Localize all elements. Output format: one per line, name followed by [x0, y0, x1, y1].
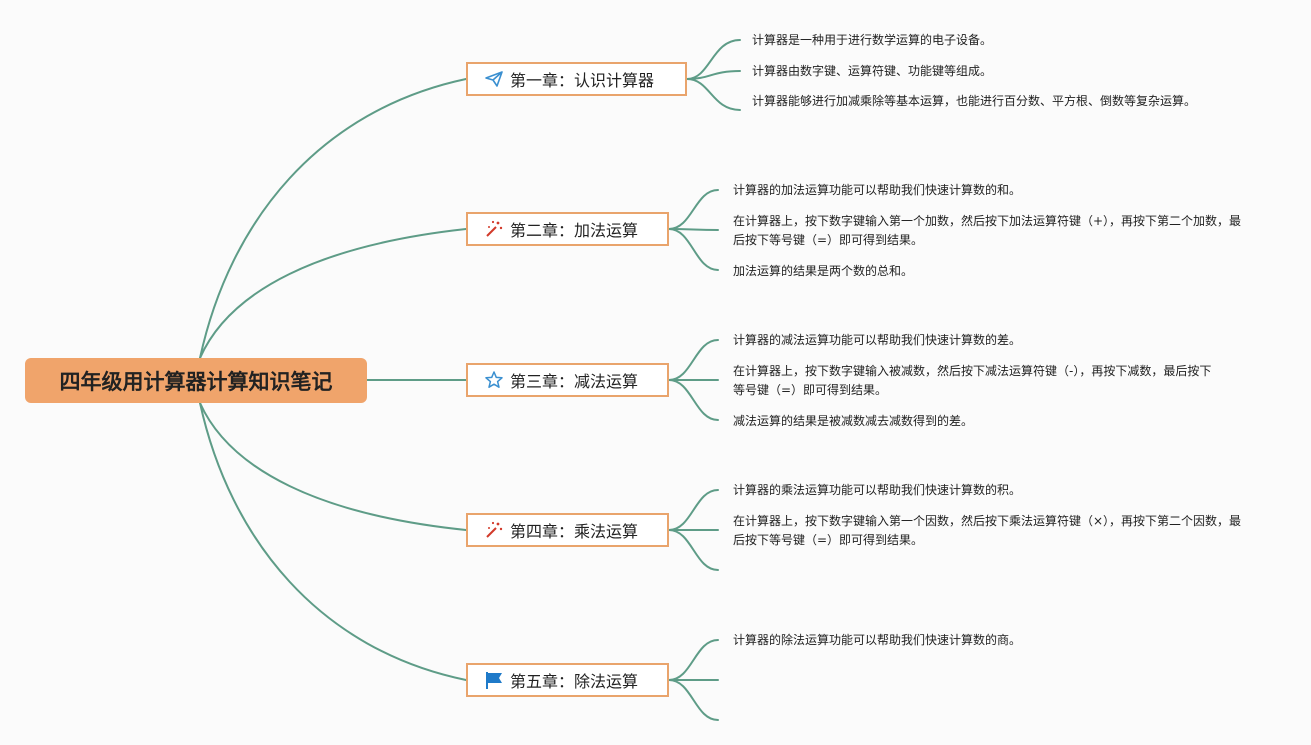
chapter-1-node[interactable]: 第一章：认识计算器: [466, 62, 687, 96]
chapter-1-note-3: 计算器能够进行加减乘除等基本运算，也能进行百分数、平方根、倒数等复杂运算。: [752, 94, 1197, 108]
chapter-3-title: 第三章：减法运算: [510, 372, 639, 391]
chapter-3-note-1: 计算器的减法运算功能可以帮助我们快速计算数的差。: [733, 333, 1022, 347]
chapter-4-title: 第四章：乘法运算: [510, 522, 639, 541]
chapter-2-node[interactable]: 第二章：加法运算: [466, 212, 669, 246]
chapter-2-title: 第二章：加法运算: [510, 221, 639, 240]
chapter-1-note-2: 计算器由数字键、运算符键、功能键等组成。: [752, 64, 993, 78]
chapter-5-note-1: 计算器的除法运算功能可以帮助我们快速计算数的商。: [733, 633, 1022, 647]
flag-icon: [484, 670, 504, 690]
chapter-4-note-1: 计算器的乘法运算功能可以帮助我们快速计算数的积。: [733, 483, 1022, 497]
magic-wand-icon: [484, 520, 504, 540]
chapter-1-title: 第一章：认识计算器: [510, 71, 655, 90]
root-topic[interactable]: 四年级用计算器计算知识笔记: [25, 358, 367, 403]
chapter-3-node[interactable]: 第三章：减法运算: [466, 363, 669, 397]
chapter-3-note-3: 减法运算的结果是被减数减去减数得到的差。: [733, 414, 974, 428]
magic-wand-icon: [484, 219, 504, 239]
chapter-4-node[interactable]: 第四章：乘法运算: [466, 513, 669, 547]
chapter-4-note-2: 在计算器上，按下数字键输入第一个因数，然后按下乘法运算符键（×），再按下第二个因…: [733, 514, 1242, 547]
chapter-3-note-2: 在计算器上，按下数字键输入被减数，然后按下减法运算符键（-），再按下减数，最后按…: [733, 364, 1212, 397]
chapter-5-node[interactable]: 第五章：除法运算: [466, 663, 669, 697]
chapter-2-note-3: 加法运算的结果是两个数的总和。: [733, 264, 914, 278]
root-title: 四年级用计算器计算知识笔记: [59, 369, 333, 394]
chapter-1-note-1: 计算器是一种用于进行数学运算的电子设备。: [752, 33, 993, 47]
star-icon: [484, 370, 504, 390]
paper-plane-icon: [484, 69, 504, 89]
chapter-2-note-1: 计算器的加法运算功能可以帮助我们快速计算数的和。: [733, 183, 1022, 197]
chapter-5-title: 第五章：除法运算: [510, 672, 639, 691]
chapter-2-note-2: 在计算器上，按下数字键输入第一个加数，然后按下加法运算符键（+），再按下第二个加…: [733, 214, 1242, 247]
